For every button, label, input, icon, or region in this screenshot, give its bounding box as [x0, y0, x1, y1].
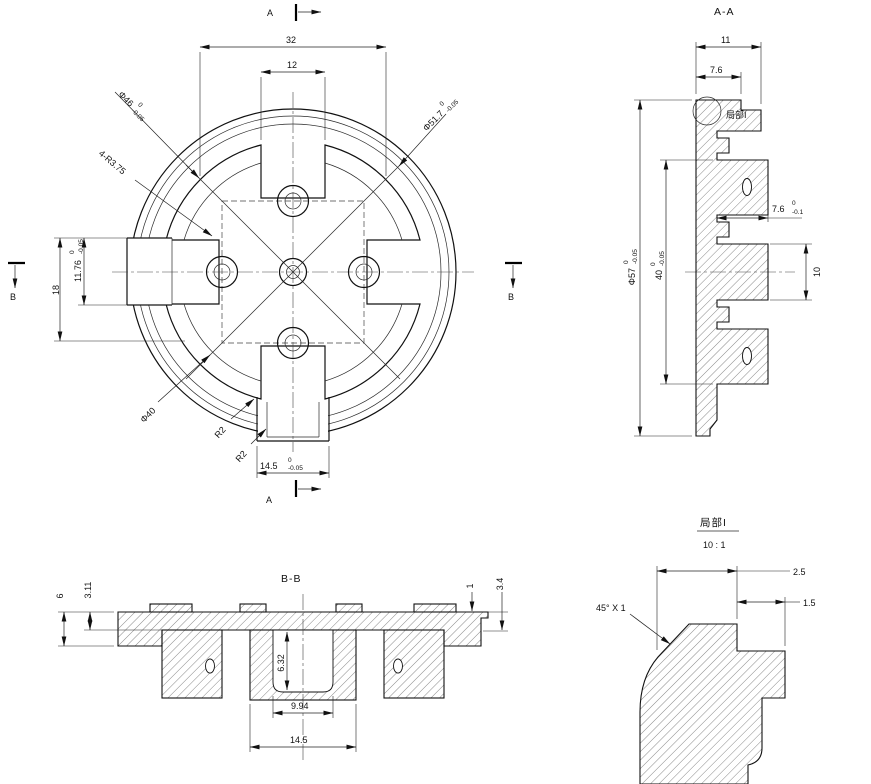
detail-view: 局部I 10 : 1 2.5 1.5 45° X 1	[596, 516, 816, 784]
svg-text:-0.05: -0.05	[659, 251, 666, 266]
detail-dimensions: 2.5 1.5 45° X 1	[596, 566, 816, 650]
dia-57-label: Φ57 0 -0.05	[623, 249, 639, 285]
svg-text:Φ40: Φ40	[138, 405, 157, 424]
section-markers: A A B B	[8, 4, 522, 505]
dim-11-label: 11	[721, 35, 730, 45]
svg-text:-0.05: -0.05	[632, 249, 639, 264]
svg-text:0: 0	[650, 262, 657, 266]
svg-text:Φ51.7: Φ51.7	[421, 108, 446, 133]
left-keyway-notch	[126, 237, 173, 306]
svg-text:11.76: 11.76	[73, 260, 83, 282]
lobed-body-outline	[165, 144, 421, 400]
aa-dimensions: 11 7.6 Φ57 0 -0.05 40 0 -0.05	[623, 35, 822, 437]
dim-12-label: 12	[287, 60, 297, 70]
dim-14-5-tol-lo: -0.05	[288, 465, 303, 472]
dim-10-label: 10	[812, 267, 822, 277]
section-marker-a-top: A	[267, 8, 273, 18]
dim-14-5-label: 14.5	[260, 461, 278, 471]
dim-40-label: 40 0 -0.05	[650, 251, 666, 280]
detail-title: 局部I	[700, 516, 727, 529]
dia-40-label: Φ40	[138, 405, 157, 424]
dim-7-6-label: 7.6	[710, 65, 723, 75]
front-view: 32 12 18 11.76 0 -0.05 14.5 0	[8, 4, 522, 505]
dia-46-label: Φ46 0 -0.05	[116, 89, 145, 123]
svg-text:R2: R2	[234, 449, 249, 464]
r2-label-1: R2	[213, 425, 228, 440]
aa-hole-lower	[742, 347, 752, 365]
dim-3-11-label: 3.11	[83, 582, 93, 599]
dim-1-5-label: 1.5	[803, 598, 816, 608]
bb-tab-1	[149, 603, 193, 613]
dim-18-label: 18	[51, 285, 61, 295]
dim-3-4-label: 3.4	[495, 578, 505, 591]
bb-right-block	[383, 629, 445, 699]
dim-9-94-label: 9.94	[291, 701, 309, 711]
section-marker-a-bottom: A	[266, 495, 272, 505]
svg-text:0: 0	[69, 250, 76, 254]
svg-text:4-R3.75: 4-R3.75	[97, 148, 128, 176]
svg-text:Φ57: Φ57	[627, 268, 637, 285]
section-aa-view: A-A 局部I 11 7.6 Φ57 0 -0.05	[623, 6, 822, 437]
section-aa-title: A-A	[714, 6, 735, 18]
svg-text:-0.05: -0.05	[78, 239, 85, 254]
bb-hole-right	[393, 658, 403, 674]
bb-hole-left	[205, 658, 215, 674]
dim-32-label: 32	[286, 35, 296, 45]
svg-text:0: 0	[623, 260, 630, 264]
dim-7-6b-tol-lo: -0.1	[792, 209, 804, 216]
hole-pattern-construction-square	[221, 200, 365, 344]
r2-label-2: R2	[234, 449, 249, 464]
detail-profile	[639, 623, 786, 784]
svg-text:Φ46: Φ46	[116, 89, 135, 108]
section-aa-profile	[695, 99, 769, 437]
detail-scale: 10 : 1	[703, 540, 726, 550]
section-marker-b-left: B	[10, 292, 16, 302]
svg-text:R2: R2	[213, 425, 228, 440]
svg-text:0: 0	[136, 101, 144, 109]
dim-14-5-bb-label: 14.5	[290, 735, 308, 745]
bb-tab-3	[335, 603, 363, 613]
chamfer-label: 45° X 1	[596, 603, 626, 613]
bb-dimensions: 6 3.11 1 3.4 6.32 9.94 14.5	[55, 578, 508, 752]
dim-11-76-label: 11.76 0 -0.05	[69, 239, 85, 282]
section-bb-title: B-B	[281, 573, 302, 585]
bb-tab-4	[413, 603, 457, 613]
dim-1-label: 1	[465, 583, 475, 588]
bolt-holes	[205, 184, 381, 360]
dim-7-6b-tol-up: 0	[792, 200, 796, 207]
section-marker-b-right: B	[508, 292, 514, 302]
section-bb-view: B-B 6 3.11 1 3.4	[55, 573, 508, 762]
dim-14-5-tol-up: 0	[288, 457, 292, 464]
fillet-label: 4-R3.75	[97, 148, 128, 176]
dim-6-label: 6	[55, 593, 65, 598]
detail-callout-label: 局部I	[726, 109, 747, 120]
dim-7-6b-label: 7.6	[772, 204, 785, 214]
front-dimensions: 32 12 18 11.76 0 -0.05 14.5 0	[51, 35, 461, 478]
center-hole	[278, 257, 308, 287]
svg-text:-0.05: -0.05	[445, 98, 461, 114]
dim-6-32-label: 6.32	[276, 654, 286, 672]
aa-hole-upper	[742, 178, 752, 196]
detail-callout-circle	[692, 96, 722, 126]
bb-tab-2	[239, 603, 267, 613]
dia-51-7-label: Φ51.7 0 -0.05	[421, 98, 461, 133]
dim-2-5-label: 2.5	[793, 567, 806, 577]
svg-text:0: 0	[438, 100, 446, 108]
svg-text:40: 40	[654, 270, 664, 280]
